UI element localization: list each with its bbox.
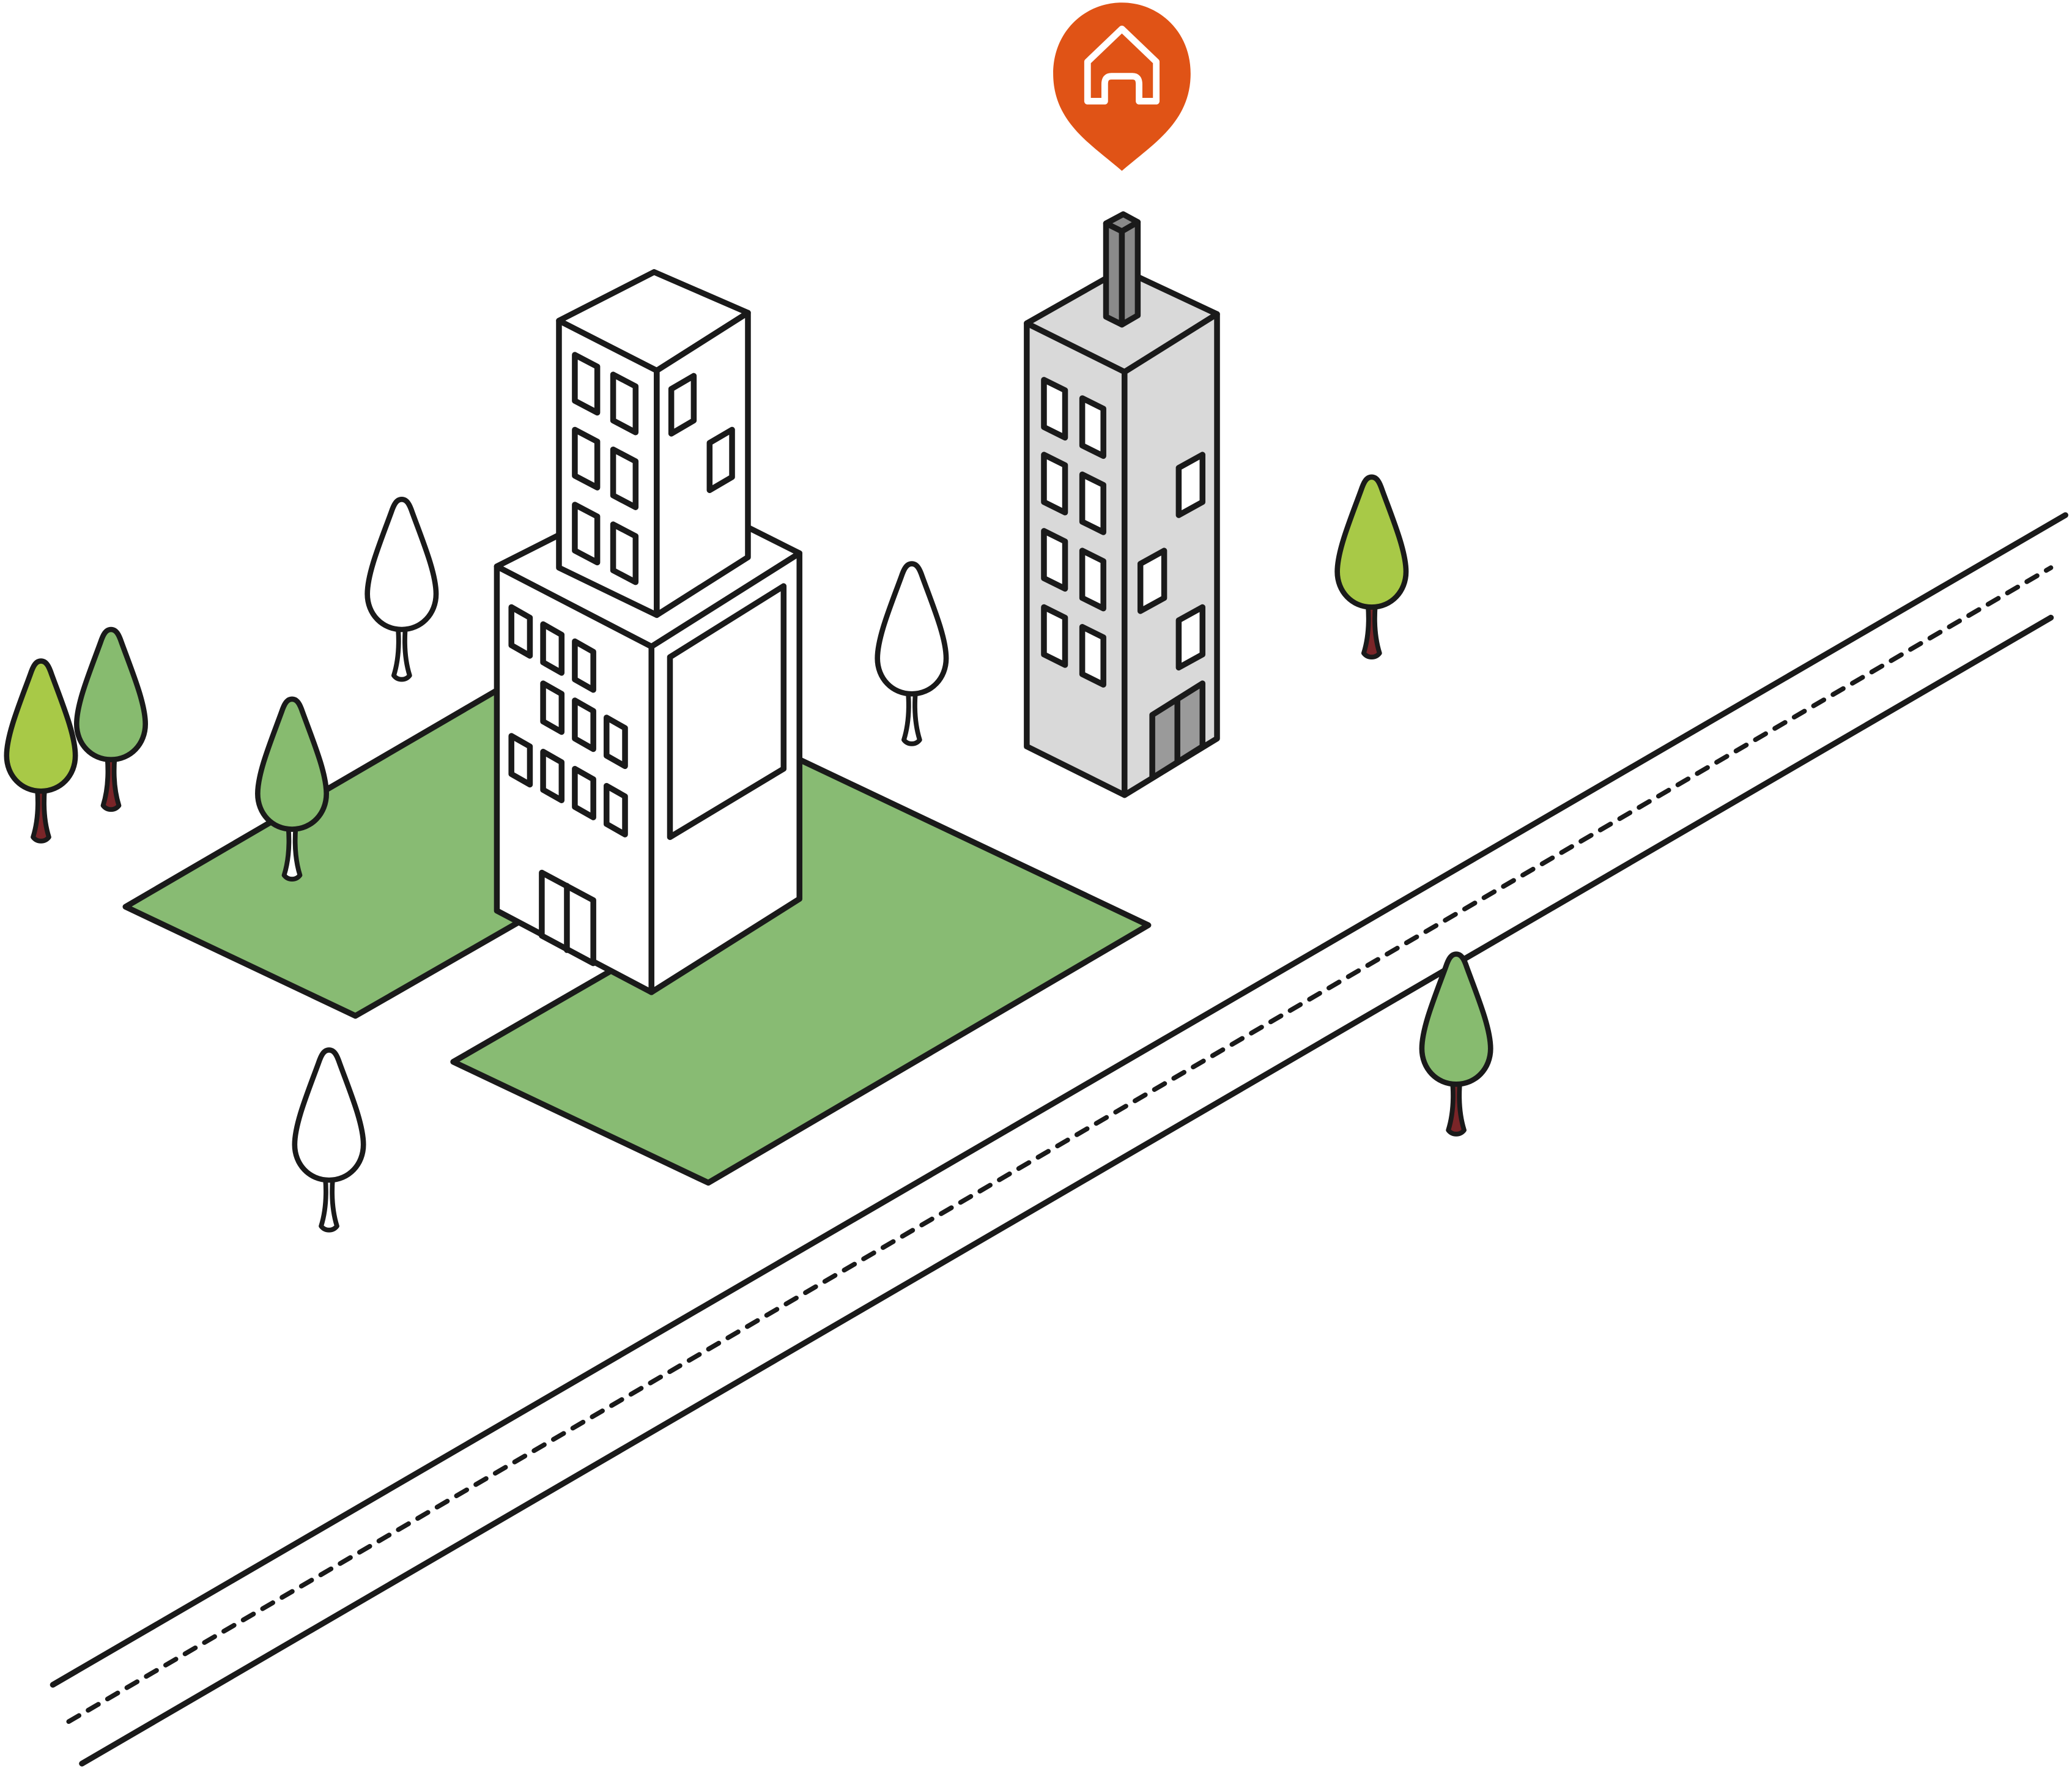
road — [50, 512, 2068, 1767]
grey-building-windows — [1041, 377, 1206, 688]
grey-building-door — [1149, 680, 1206, 781]
tree-white-top-left — [364, 497, 439, 682]
tree-white-middle — [875, 561, 949, 746]
tree-lime-far-left — [4, 658, 78, 844]
tree-crown — [74, 626, 148, 762]
tree-lime-right — [1334, 474, 1409, 659]
tree-trunk — [281, 812, 303, 882]
tree-crown — [4, 658, 78, 794]
location-pin-marker[interactable] — [1053, 2, 1191, 171]
tree-crown — [292, 1047, 366, 1183]
billboard-panel — [667, 583, 787, 841]
tree-trunk — [901, 677, 922, 746]
road-edge-lower — [79, 614, 2054, 1767]
road-center-dashed-line — [66, 565, 2054, 1724]
grey-building-right-face — [1122, 311, 1220, 798]
tree-trunk — [391, 612, 412, 682]
tree-white-bottom-left — [292, 1047, 366, 1233]
lower-block-windows — [508, 604, 628, 837]
tree-trunk — [1446, 1067, 1467, 1137]
tree-trunk — [319, 1163, 339, 1233]
entrance-door — [539, 869, 596, 967]
white-office-building — [494, 269, 802, 995]
upper-block-windows — [572, 352, 735, 585]
tree-green-on-lawn — [255, 696, 330, 882]
tree-trunk — [1361, 590, 1382, 659]
location-pin[interactable] — [1053, 2, 1191, 171]
chimney — [1103, 211, 1141, 328]
tree-green-by-road — [1419, 951, 1493, 1137]
road-edge-upper — [50, 512, 2068, 1688]
tree-crown — [1334, 474, 1409, 610]
grey-apartment-building — [1024, 211, 1220, 798]
tree-crown — [875, 561, 949, 697]
tree-trunk — [100, 743, 122, 812]
trees — [4, 474, 1493, 1233]
tree-crown — [255, 696, 330, 832]
tree-trunk — [31, 774, 51, 844]
tree-crown — [1419, 951, 1493, 1087]
tree-crown — [364, 497, 439, 633]
tree-green-far-left — [74, 626, 148, 812]
home-icon — [1084, 25, 1160, 105]
